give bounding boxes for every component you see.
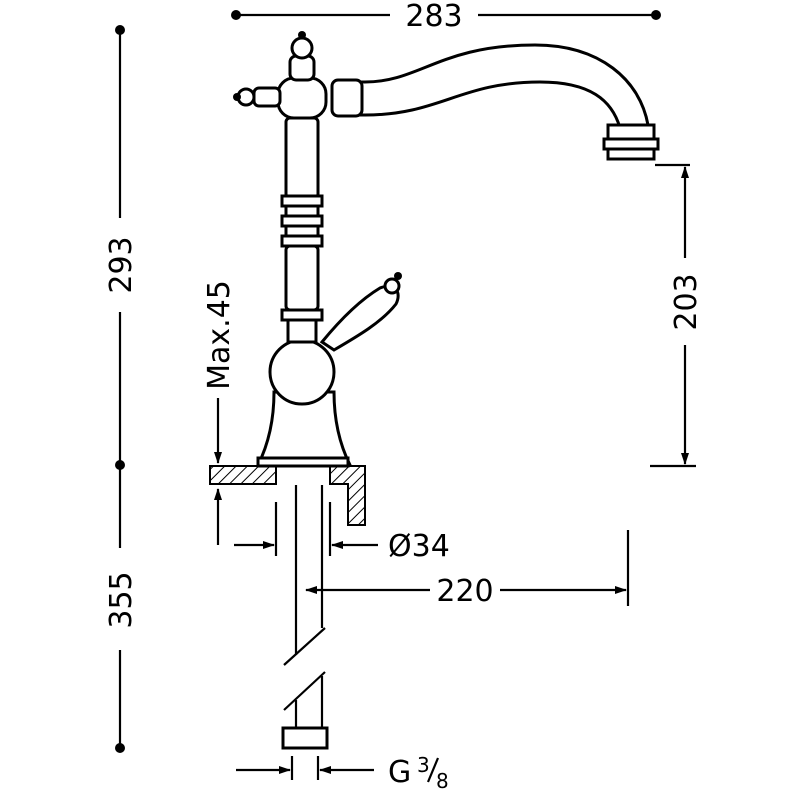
- thread-label-g: G: [388, 755, 411, 790]
- dimension-label-203: 203: [669, 273, 704, 330]
- dimension-220: 220: [305, 530, 630, 609]
- faucet-body: [233, 31, 660, 468]
- dimension-thread: G 3 8: [236, 753, 449, 793]
- dimension-max45: Max.45: [202, 280, 237, 545]
- countertop-section: [209, 465, 366, 526]
- lever-handle: [319, 272, 402, 352]
- dimension-label-355: 355: [104, 571, 139, 628]
- dimension-203: 203: [650, 163, 704, 468]
- thread-denominator: 8: [436, 769, 449, 793]
- dimension-283: 283: [231, 0, 661, 34]
- dimension-label-34: Ø34: [388, 529, 450, 564]
- connector-fitting: [281, 726, 329, 750]
- dimension-293-355: 293 355: [104, 25, 139, 753]
- dimension-label-283: 283: [405, 0, 462, 34]
- dimension-label-max45: Max.45: [202, 280, 237, 390]
- dimension-label-293: 293: [104, 236, 139, 293]
- supply-pipe: [281, 485, 329, 750]
- thread-numerator: 3: [417, 753, 430, 777]
- dimension-label-220: 220: [436, 574, 493, 609]
- dimension-diameter-34: Ø34: [234, 502, 450, 564]
